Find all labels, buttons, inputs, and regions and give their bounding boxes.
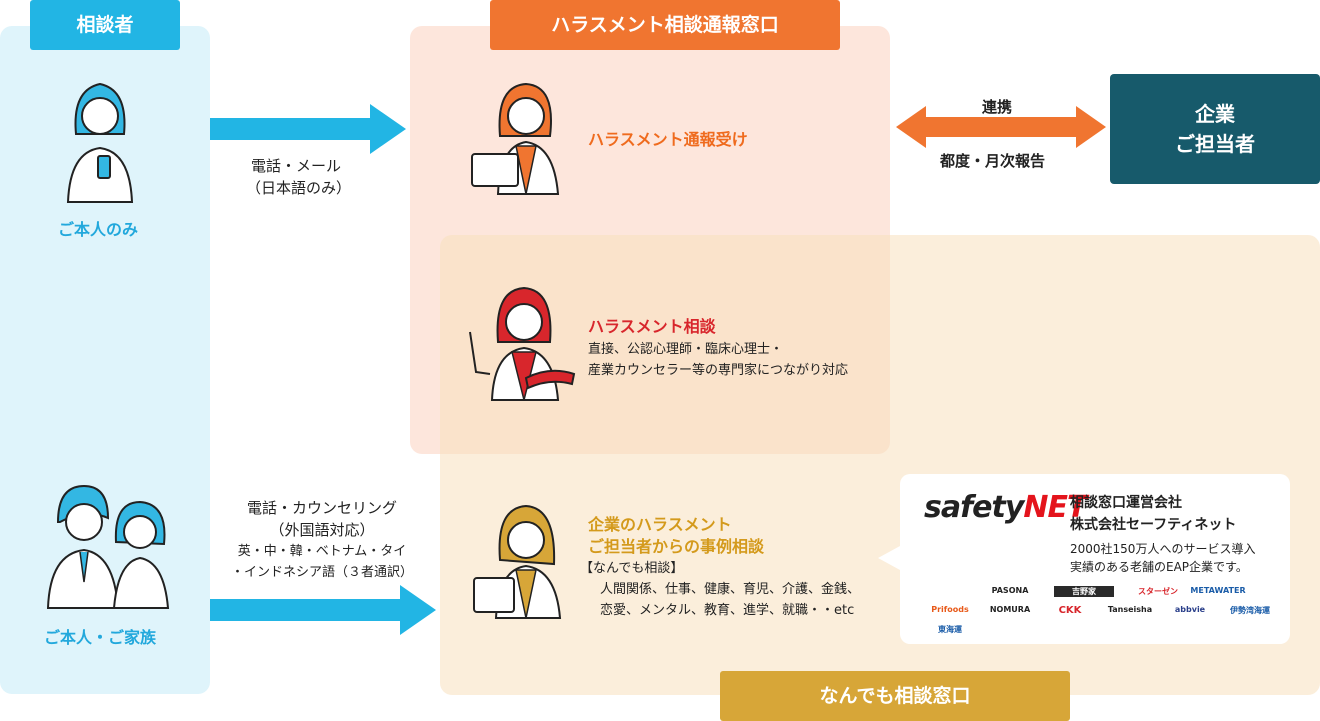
company-line1: 企業 — [1195, 102, 1235, 126]
client-logo-6: Prifoods — [931, 605, 969, 614]
report-title: ハラスメント通報受け — [588, 130, 748, 149]
safetynet-name: 相談窓口運営会社 株式会社セーフティネット — [1070, 492, 1236, 536]
phone-counsel-line3: 英・中・韓・ベトナム・タイ — [237, 544, 407, 559]
client-logo-5: METAWATER — [1190, 586, 1246, 595]
client-logo-10: abbvie — [1174, 605, 1206, 614]
safetynet-name2: 株式会社セーフティネット — [1070, 517, 1237, 533]
anything-title2: ご担当者からの事例相談 — [588, 537, 765, 556]
anything-desc1: 人間関係、仕事、健康、育児、介護、金銭、 — [600, 582, 861, 597]
consult-block: ハラスメント相談 直接、公認心理師・臨床心理士・ 産業カウンセラー等の専門家につ… — [588, 313, 848, 381]
anything-window-tag: なんでも相談窓口 — [720, 671, 1070, 721]
safetynet-logo-accent: NET — [1023, 490, 1087, 525]
double-arrow-icon — [896, 106, 1106, 148]
anything-sub: 【なんでも相談】 — [580, 561, 684, 576]
phone-counsel-line1: 電話・カウンセリング — [246, 499, 397, 517]
safetynet-logo: safetyNET — [924, 490, 1087, 525]
self-family-label: ご本人・ご家族 — [44, 628, 157, 647]
phone-counsel-line4: ・インドネシア語（３者通訳） — [230, 565, 413, 580]
safetynet-card: safetyNET 相談窓口運営会社 株式会社セーフティネット 2000社150… — [878, 474, 1290, 644]
woman-phone-icon — [66, 82, 134, 203]
link-top-text: 連携 — [982, 98, 1013, 116]
woman-tablet-icon — [471, 82, 560, 195]
phone-counsel-line2: （外国語対応） — [269, 521, 375, 539]
client-logo-8: CKK — [1058, 605, 1082, 616]
safetynet-desc2: 実績のある老舗のEAP企業です。 — [1070, 560, 1248, 574]
client-logos: PASONA 吉野家 スターゼン METAWATER Prifoods NOMU… — [920, 586, 1280, 635]
safetynet-name1: 相談窓口運営会社 — [1070, 495, 1182, 511]
company-line2: ご担当者 — [1175, 132, 1255, 156]
client-logo-1 — [920, 586, 980, 597]
woman-book-icon — [469, 286, 576, 401]
phone-mail-line1: 電話・メール — [250, 157, 341, 175]
client-logo-3: 吉野家 — [1054, 586, 1114, 597]
client-logo-2: PASONA — [991, 586, 1029, 595]
client-logo-11: 伊勢湾海運 — [1230, 606, 1270, 615]
company-box: 企業 ご担当者 — [1110, 74, 1320, 184]
client-logo-12: 東海運 — [938, 625, 962, 634]
client-logo-7: NOMURA — [989, 605, 1031, 614]
client-logo-4: スターゼン — [1138, 587, 1178, 596]
safetynet-desc: 2000社150万人へのサービス導入 実績のある老舗のEAP企業です。 — [1070, 540, 1255, 576]
people-phone-icon — [46, 484, 170, 609]
consulter-tag: 相談者 — [30, 0, 180, 50]
phone-counsel-text: 電話・カウンセリング （外国語対応） 英・中・韓・ベトナム・タイ ・インドネシア… — [222, 497, 422, 583]
consult-desc2: 産業カウンセラー等の専門家につながり対応 — [588, 363, 849, 378]
woman-laptop-icon — [473, 504, 562, 619]
link-bottom-text: 都度・月次報告 — [940, 152, 1046, 170]
anything-title1: 企業のハラスメント — [588, 515, 732, 534]
consult-desc1: 直接、公認心理師・臨床心理士・ — [588, 342, 784, 357]
anything-block: 企業のハラスメント ご担当者からの事例相談 【なんでも相談】 人間関係、仕事、健… — [580, 514, 861, 621]
safetynet-desc1: 2000社150万人へのサービス導入 — [1070, 542, 1256, 556]
phone-mail-text: 電話・メール （日本語のみ） — [246, 155, 352, 199]
arrow-bottom-icon — [210, 585, 436, 635]
consult-title: ハラスメント相談 — [588, 317, 716, 336]
arrow-top-icon — [210, 104, 406, 154]
phone-mail-line2: （日本語のみ） — [246, 179, 352, 197]
harassment-window-tag: ハラスメント相談通報窓口 — [490, 0, 840, 50]
client-logo-9: Tanseisha — [1107, 605, 1153, 614]
self-only-label: ご本人のみ — [58, 220, 139, 239]
anything-desc2: 恋愛、メンタル、教育、進学、就職・・etc — [600, 603, 855, 618]
safetynet-logo-main: safety — [924, 490, 1024, 525]
